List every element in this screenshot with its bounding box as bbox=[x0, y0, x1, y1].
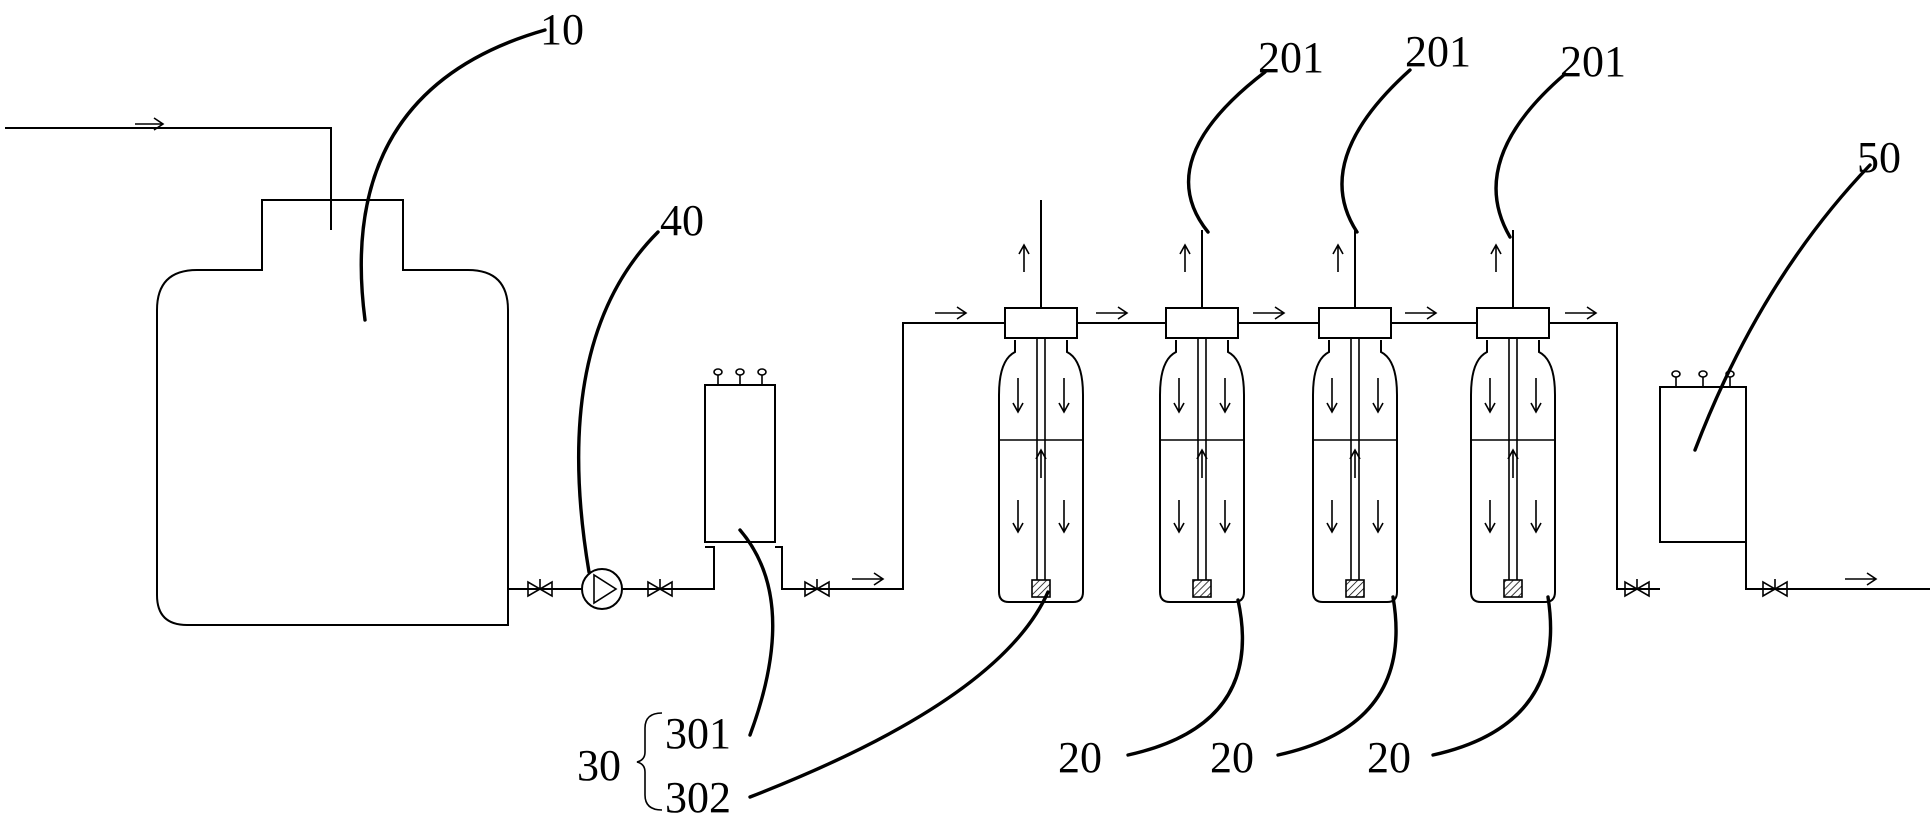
flow-arrow bbox=[852, 572, 885, 586]
label-filter: 301 bbox=[665, 709, 731, 758]
flow-arrow bbox=[1372, 500, 1384, 534]
label-outlet-4: 201 bbox=[1560, 37, 1626, 86]
dip-tube bbox=[1508, 338, 1518, 580]
valve-5 bbox=[1762, 579, 1788, 598]
flow-arrow bbox=[1012, 500, 1024, 534]
flow-arrow bbox=[1173, 500, 1185, 534]
leader-diffuser bbox=[748, 590, 1050, 799]
diffuser-block bbox=[1192, 579, 1212, 598]
filter-unit bbox=[704, 368, 776, 543]
leader-outlet-4 bbox=[1494, 72, 1567, 239]
flow-arrow bbox=[1326, 500, 1338, 534]
flow-arrow bbox=[1179, 243, 1191, 272]
group-brace bbox=[636, 712, 663, 811]
flow-arrow bbox=[1196, 448, 1208, 478]
flow-arrow bbox=[1173, 378, 1185, 414]
leader-pump bbox=[576, 230, 660, 574]
flow-arrow bbox=[1530, 378, 1542, 414]
flow-arrow bbox=[1490, 243, 1502, 272]
diffuser-block bbox=[1503, 579, 1523, 598]
leader-outlet-2 bbox=[1186, 70, 1267, 234]
flow-arrow bbox=[1058, 500, 1070, 534]
label-reactor-4: 20 bbox=[1367, 733, 1411, 782]
valve-3 bbox=[804, 579, 830, 598]
reactor-cap bbox=[1165, 307, 1239, 339]
dip-tube bbox=[1036, 338, 1046, 580]
flow-arrow bbox=[1012, 378, 1024, 414]
flow-arrow bbox=[1349, 448, 1361, 478]
label-outlet-2: 201 bbox=[1258, 33, 1324, 82]
flow-arrow bbox=[1326, 378, 1338, 414]
leader-tail bbox=[1693, 163, 1872, 452]
flow-arrow bbox=[935, 306, 968, 320]
flow-arrow bbox=[1035, 448, 1047, 478]
flow-arrow bbox=[1018, 243, 1030, 272]
flow-arrow bbox=[1219, 378, 1231, 414]
flow-arrow bbox=[1484, 500, 1496, 534]
tail-unit bbox=[1659, 370, 1747, 543]
reactor-bottle bbox=[1159, 340, 1245, 603]
leader-reactor-3 bbox=[1276, 595, 1398, 757]
reactor-cap bbox=[1318, 307, 1392, 339]
valve-4 bbox=[1624, 579, 1650, 598]
reactor-bottle bbox=[1470, 340, 1556, 603]
leader-tank bbox=[359, 28, 547, 322]
label-pump: 40 bbox=[660, 196, 704, 245]
label-group: 30 bbox=[577, 741, 621, 790]
label-outlet-3: 201 bbox=[1405, 27, 1471, 76]
diffuser-block bbox=[1345, 579, 1365, 598]
flow-arrow bbox=[1484, 378, 1496, 414]
gas-header bbox=[1077, 306, 1660, 590]
outlet-pipe bbox=[1745, 542, 1930, 590]
leader-reactor-2 bbox=[1126, 598, 1245, 757]
label-tank: 10 bbox=[540, 5, 584, 54]
label-reactor-2: 20 bbox=[1058, 733, 1102, 782]
flow-arrow bbox=[1507, 448, 1519, 478]
reactor-bottle bbox=[1312, 340, 1398, 603]
pump bbox=[581, 568, 623, 610]
flow-arrow bbox=[1372, 378, 1384, 414]
feed-pipe bbox=[508, 322, 1005, 590]
reactor-cap bbox=[1476, 307, 1550, 339]
flow-arrow bbox=[1219, 500, 1231, 534]
dip-tube bbox=[1197, 338, 1207, 580]
flow-arrow bbox=[1845, 572, 1878, 586]
label-tail: 50 bbox=[1857, 133, 1901, 182]
reactor-bottle bbox=[998, 340, 1084, 603]
flow-arrow bbox=[1332, 243, 1344, 272]
flow-arrow bbox=[1058, 378, 1070, 414]
reactor-group bbox=[998, 200, 1556, 603]
label-reactor-3: 20 bbox=[1210, 733, 1254, 782]
inlet-pipe bbox=[5, 117, 332, 230]
valve-2 bbox=[647, 579, 673, 598]
reactor-cap bbox=[1004, 307, 1078, 339]
leader-filter bbox=[738, 528, 775, 737]
diffuser-block bbox=[1031, 579, 1051, 598]
leader-lines bbox=[359, 28, 1872, 799]
label-diffuser: 302 bbox=[665, 773, 731, 818]
flow-arrow bbox=[1530, 500, 1542, 534]
leader-reactor-4 bbox=[1431, 595, 1553, 757]
dip-tube bbox=[1350, 338, 1360, 580]
storage-tank bbox=[156, 199, 509, 626]
leader-outlet-3 bbox=[1340, 68, 1412, 234]
valve-1 bbox=[527, 579, 553, 598]
